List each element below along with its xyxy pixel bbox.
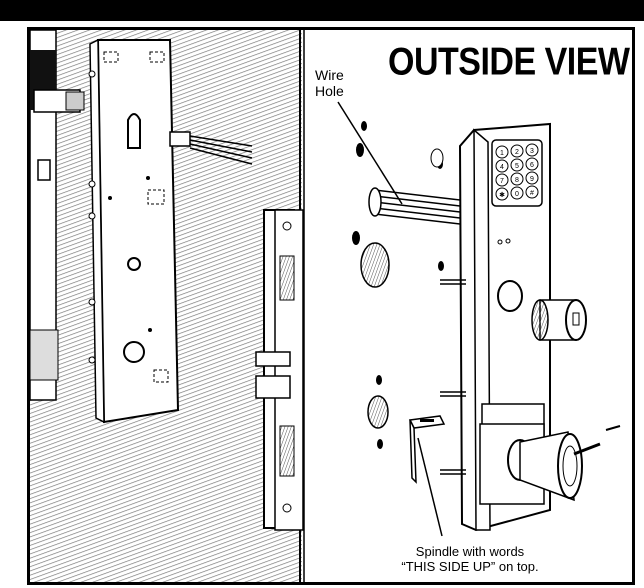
screws: [573, 425, 621, 456]
door-holes: [352, 121, 444, 449]
wire-hole-label-line1: Wire: [315, 67, 344, 83]
wire-hole-label-line2: Hole: [315, 83, 344, 99]
key-cylinder: [531, 299, 587, 341]
key-5: 5: [515, 163, 519, 170]
spindle: [408, 415, 446, 484]
key-hash: #: [530, 190, 534, 197]
spindle-label-line1: Spindle with words: [415, 544, 525, 559]
header-bar: [0, 0, 644, 21]
key-3: 3: [530, 148, 534, 155]
mortise-lock-body: [255, 209, 304, 531]
key-2: 2: [515, 149, 519, 156]
back-plate: [88, 38, 180, 424]
wire-hole-leader-line: [337, 101, 403, 205]
wire-connector-left: [169, 131, 253, 165]
installation-illustration: 1 2 3 4 5 6 7 8 9 ✱ 0 #: [30, 30, 621, 582]
key-star: ✱: [499, 191, 505, 199]
lever-handle: [507, 431, 583, 502]
keypad-keys: 1 2 3 4 5 6 7 8 9 ✱ 0 #: [495, 143, 539, 201]
diagram-frame: 1 2 3 4 5 6 7 8 9 ✱ 0 #: [27, 27, 635, 585]
key-7: 7: [500, 178, 504, 185]
wire-hole-label: Wire Hole: [315, 67, 344, 99]
spindle-leader-line: [417, 437, 443, 537]
page-title: OUTSIDE VIEW: [388, 40, 630, 84]
spindle-label: Spindle with words “THIS SIDE UP” on top…: [340, 544, 600, 574]
key-8: 8: [515, 177, 519, 184]
key-1: 1: [500, 150, 504, 157]
key-6: 6: [530, 162, 534, 169]
spindle-label-line2: “THIS SIDE UP” on top.: [401, 559, 539, 574]
wire-bundle: [368, 187, 461, 225]
key-4: 4: [500, 164, 504, 171]
key-9: 9: [530, 176, 534, 183]
lock-housing: 1 2 3 4 5 6 7 8 9 ✱ 0 #: [440, 122, 551, 532]
key-0: 0: [515, 191, 519, 198]
